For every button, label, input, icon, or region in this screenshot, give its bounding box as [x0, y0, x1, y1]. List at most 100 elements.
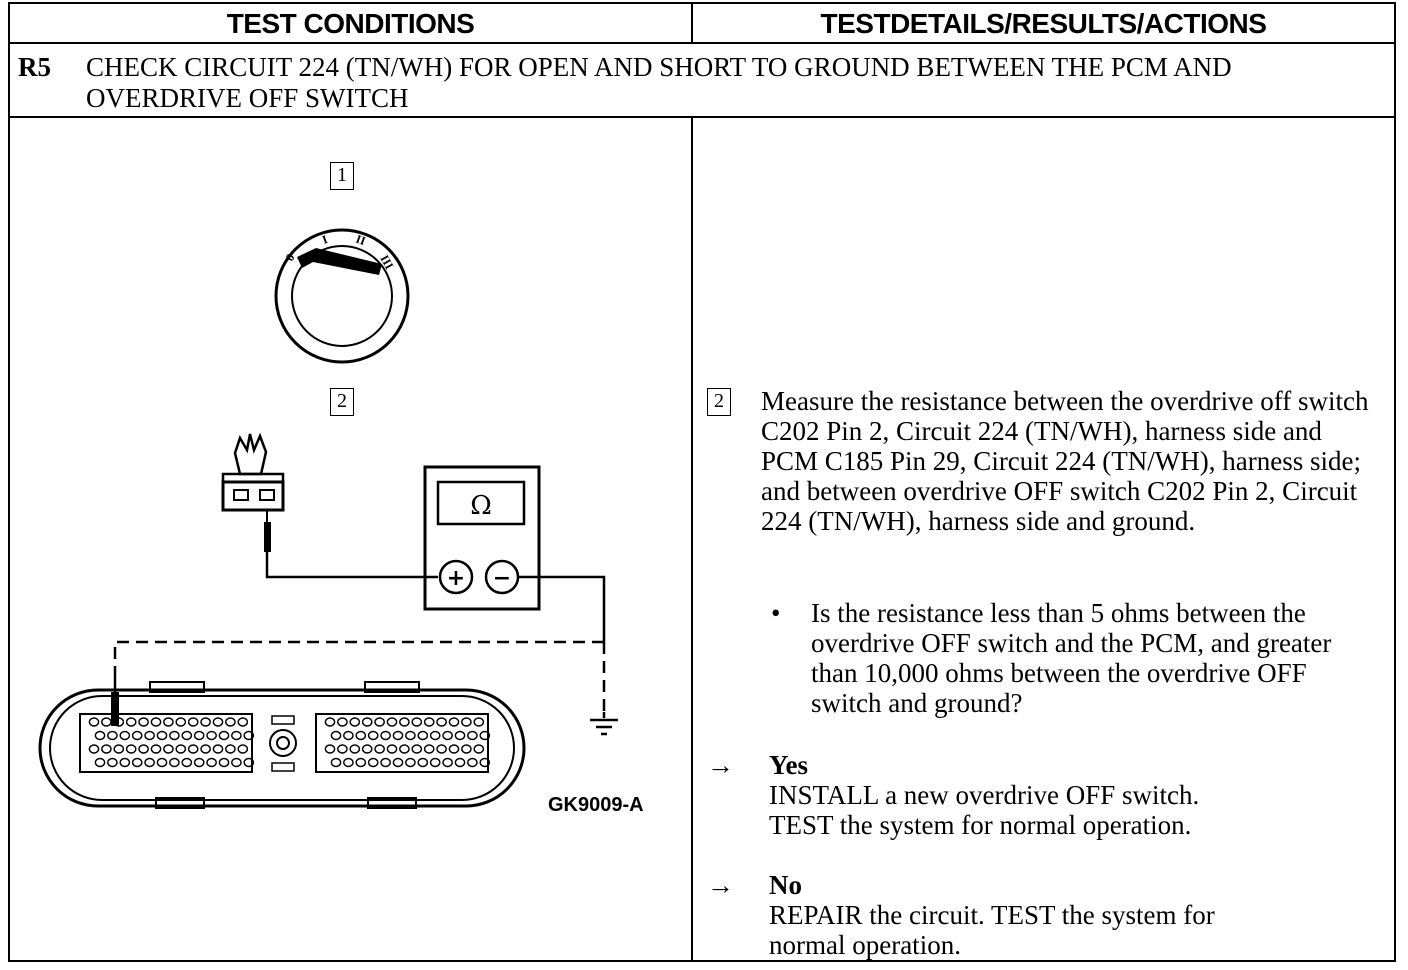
ignition-switch-icon: 0 I II III — [274, 228, 410, 364]
ignition-mark-2: II — [354, 232, 368, 248]
pcm-pin — [175, 717, 187, 727]
pcm-pin — [337, 717, 348, 727]
pcm-pin — [218, 730, 230, 741]
wire-plus — [265, 573, 438, 579]
question-block: • Is the resistance less than 5 ohms bet… — [771, 598, 1381, 718]
pcm-pin — [144, 730, 155, 741]
test-conditions-figure: 1 2 0 I II III — [10, 118, 693, 960]
pcm-pin — [448, 717, 460, 727]
bullet-mark: • — [771, 598, 781, 628]
step-id: R5 — [18, 52, 51, 82]
yes-label: Yes — [769, 750, 808, 780]
pcm-pin — [101, 717, 112, 727]
pcm-pin — [200, 744, 211, 754]
pcm-pin — [150, 717, 162, 727]
pcm-pin — [131, 757, 143, 768]
pcm-pin — [138, 717, 149, 727]
pcm-pin — [417, 757, 429, 768]
pcm-pin — [367, 730, 379, 741]
pcm-pin — [436, 744, 447, 754]
overdrive-switch-connector-icon — [221, 432, 285, 573]
pcm-pin — [113, 744, 125, 754]
pcm-pin — [417, 730, 429, 741]
pcm-pin — [225, 744, 236, 754]
pcm-pin — [429, 730, 441, 741]
pcm-pin — [206, 757, 217, 768]
pcm-pin — [156, 757, 168, 768]
pcm-pin — [88, 717, 100, 727]
pcm-pin — [467, 730, 478, 741]
pcm-pin — [88, 744, 100, 754]
pcm-pin — [392, 757, 404, 768]
pcm-pin — [187, 744, 199, 754]
multimeter-icon: Ω + − — [423, 465, 541, 611]
pcm-pin — [343, 730, 354, 741]
pcm-pin — [479, 730, 491, 741]
pcm-pin — [461, 744, 472, 754]
pcm-pin — [107, 757, 118, 768]
pcm-pin — [94, 730, 106, 741]
ignition-mark-1: I — [320, 232, 329, 247]
pcm-pin — [330, 730, 342, 741]
step-number-box: 2 — [707, 388, 731, 416]
pcm-pin-grid — [88, 717, 491, 768]
pcm-pin — [193, 730, 205, 741]
pcm-pin — [150, 744, 162, 754]
pcm-pin — [429, 757, 441, 768]
no-label: No — [769, 870, 802, 900]
no-arrow: → — [707, 870, 734, 900]
pcm-pin — [94, 757, 106, 768]
pcm-pin — [324, 744, 336, 754]
pcm-pin — [131, 730, 143, 741]
pcm-pin — [355, 757, 367, 768]
pcm-pin — [212, 717, 224, 727]
pcm-pin — [349, 717, 361, 727]
probe-plus-label: + — [447, 566, 465, 591]
ohm-symbol: Ω — [470, 491, 492, 521]
pcm-pin — [163, 744, 174, 754]
pcm-pin — [355, 730, 367, 741]
pcm-pin — [330, 757, 342, 768]
header-test-details: TESTDETAILS/RESULTS/ACTIONS — [693, 4, 1394, 44]
pcm-pin — [324, 717, 336, 727]
pcm-pin — [461, 717, 472, 727]
pcm-pin — [175, 744, 187, 754]
pcm-pin — [119, 757, 131, 768]
pcm-pin — [473, 744, 485, 754]
probe-minus-label: − — [493, 566, 511, 591]
pcm-pin — [181, 757, 193, 768]
wiring-diagram: 0 I II III — [38, 228, 618, 809]
pcm-pin — [380, 730, 391, 741]
pcm-pin — [243, 730, 255, 741]
yes-action: INSTALL a new overdrive OFF switch. TEST… — [769, 780, 1200, 840]
pcm-pin — [442, 757, 453, 768]
pcm-pin — [101, 744, 112, 754]
pcm-pin — [374, 744, 385, 754]
pcm-pin — [231, 757, 242, 768]
pcm-pin — [386, 717, 398, 727]
pcm-pin — [411, 744, 423, 754]
pcm-pin — [193, 757, 205, 768]
yes-arrow: → — [707, 750, 734, 780]
question-text: Is the resistance less than 5 ohms betwe… — [811, 598, 1332, 718]
pcm-pin — [423, 744, 435, 754]
no-action: REPAIR the circuit. TEST the system for … — [769, 900, 1215, 960]
pcm-pin — [243, 757, 255, 768]
pcm-pin — [237, 717, 249, 727]
pcm-pin — [392, 730, 404, 741]
pcm-pin — [436, 717, 447, 727]
pcm-pin — [454, 757, 466, 768]
pcm-pin — [367, 757, 379, 768]
ground-icon — [590, 712, 618, 736]
pcm-pin — [467, 757, 478, 768]
pcm-pin — [405, 730, 416, 741]
pcm-pin — [225, 717, 236, 727]
header-test-conditions: TEST CONDITIONS — [10, 4, 693, 44]
pcm-pin — [361, 717, 373, 727]
pcm-pin — [448, 744, 460, 754]
pcm-pin — [399, 717, 410, 727]
pcm-pin — [231, 730, 242, 741]
pcm-connector-icon — [38, 678, 526, 809]
pcm-pin — [125, 717, 137, 727]
pcm-pin — [181, 730, 193, 741]
